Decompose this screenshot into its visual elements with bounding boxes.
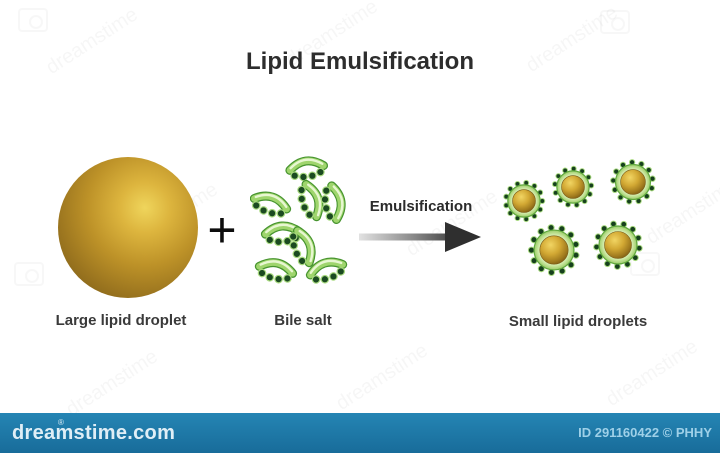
- watermark-camera-icon: [14, 262, 44, 286]
- watermark-text: dreamstime: [602, 335, 702, 411]
- footer-bar: dreamstime.com ® ID 291160422 © PHHY: [0, 413, 720, 453]
- small-lipid-droplet: [527, 224, 580, 276]
- watermark-text: dreamstime: [332, 339, 432, 415]
- page-title: Lipid Emulsification: [245, 48, 474, 75]
- plus-sign: +: [207, 202, 237, 258]
- dreamstime-logo: dreamstime.com: [12, 422, 176, 444]
- small-lipid-droplet: [593, 220, 643, 270]
- small-lipid-droplet: [610, 159, 656, 205]
- small-lipid-droplet: [551, 165, 595, 208]
- small-lipid-droplets-graphic: [503, 159, 656, 276]
- watermark-camera-icon: [600, 10, 630, 34]
- bile-salt-label: Bile salt: [274, 312, 332, 329]
- bile-salt-cluster-graphic: [250, 148, 362, 288]
- image-id-credit: ID 291160422 © PHHY: [578, 425, 712, 440]
- arrow-right-icon: [359, 222, 481, 252]
- watermark-camera-icon: [18, 8, 48, 32]
- registered-trademark-icon: ®: [58, 418, 64, 427]
- small-lipid-droplets-label: Small lipid droplets: [508, 313, 648, 330]
- arrow-label: Emulsification: [369, 198, 473, 215]
- large-lipid-droplet-label: Large lipid droplet: [55, 312, 187, 329]
- watermark-text: dreamstime: [62, 345, 162, 421]
- large-lipid-droplet-graphic: [58, 157, 198, 298]
- small-lipid-droplet: [503, 179, 546, 223]
